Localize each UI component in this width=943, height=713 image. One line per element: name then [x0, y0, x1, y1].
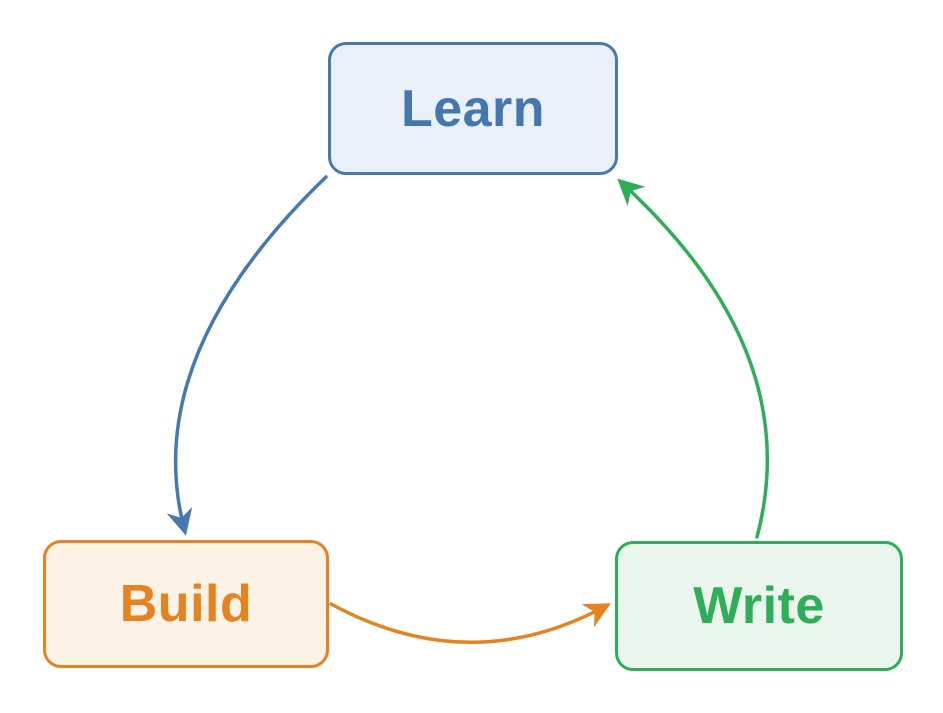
edge-build-to-write [329, 602, 611, 644]
node-learn: Learn [328, 42, 618, 175]
node-build-label: Build [119, 575, 253, 633]
node-build: Build [43, 540, 329, 668]
node-write-label: Write [693, 577, 825, 635]
edge-write-to-learn [617, 178, 769, 539]
node-learn-label: Learn [400, 79, 546, 138]
edge-learn-to-build [166, 175, 328, 536]
node-write: Write [615, 541, 903, 671]
